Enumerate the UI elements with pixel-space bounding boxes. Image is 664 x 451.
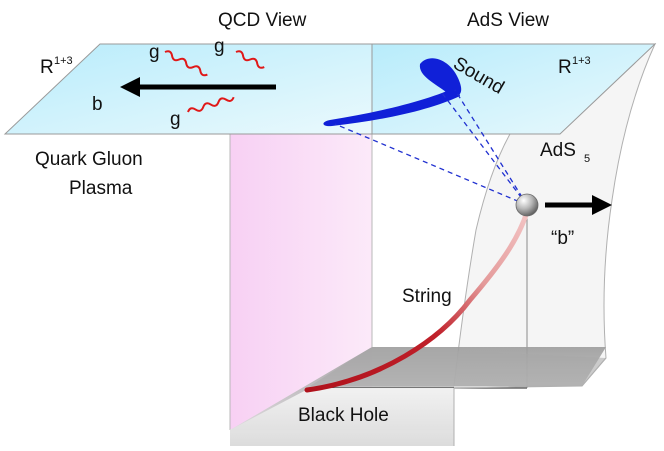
sound-rays <box>334 89 528 206</box>
string-curve <box>304 209 530 393</box>
quark-sphere-icon <box>515 193 539 217</box>
black-hole-front <box>230 388 454 446</box>
gluon-label-3: g <box>170 109 181 130</box>
left-space-sup: 1+3 <box>54 55 73 67</box>
right-quark-label: “b” <box>551 228 574 249</box>
string-label: String <box>402 286 452 307</box>
gluon-wave-icon <box>164 50 265 113</box>
qcd-view-header: QCD View <box>218 10 307 31</box>
sound-wake <box>323 58 462 127</box>
left-space-label: R <box>40 57 54 78</box>
black-hole-label: Black Hole <box>298 405 389 426</box>
gluon-label-2: g <box>214 36 225 57</box>
qgp-caption-line2: Plasma <box>69 178 133 199</box>
left-quark-label: b <box>92 94 103 115</box>
ads5-label: AdS <box>540 140 576 161</box>
ads5-sub: 5 <box>584 153 590 165</box>
gluon-label-1: g <box>149 42 160 63</box>
ads-box <box>229 42 657 446</box>
qgp-caption-line1: Quark Gluon <box>35 149 143 170</box>
ads-view-header: AdS View <box>467 10 549 31</box>
right-space-sup: 1+3 <box>572 55 591 67</box>
right-space-label: R <box>558 57 572 78</box>
